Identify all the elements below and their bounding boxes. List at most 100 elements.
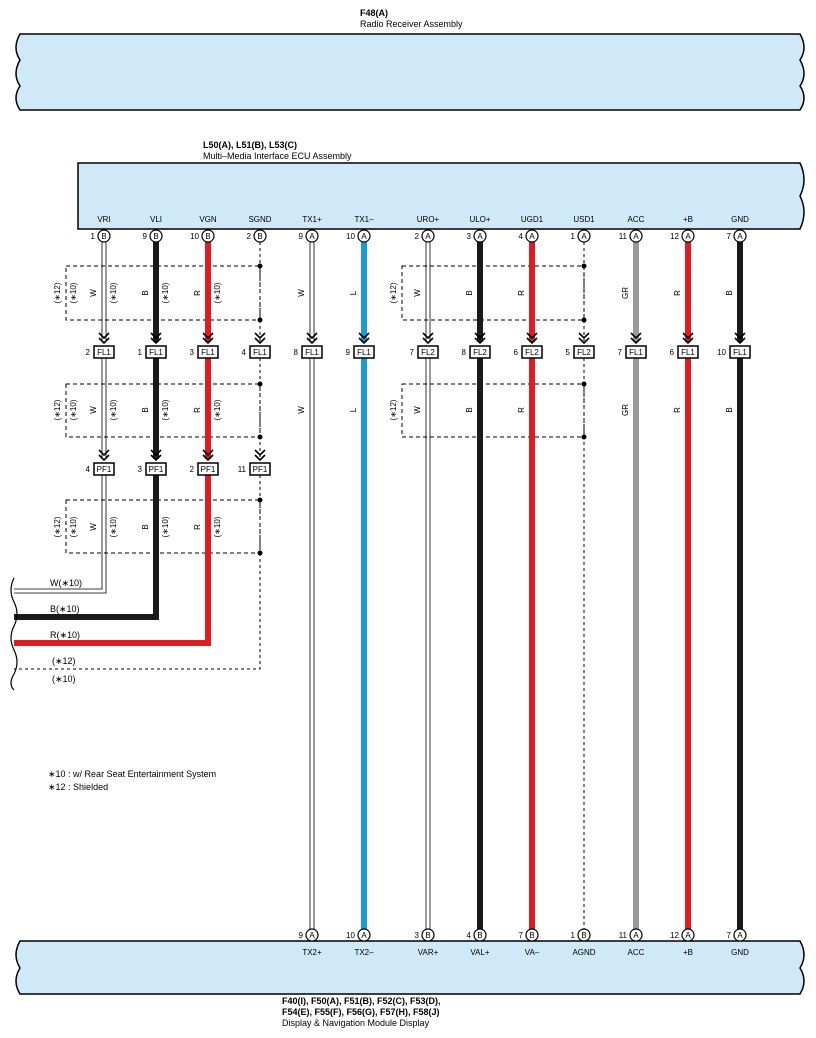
connector-chevron <box>358 332 370 340</box>
pf-connector <box>249 462 271 476</box>
shield-box-2 <box>65 383 261 438</box>
shield-marker-10: (∗10) <box>213 399 222 420</box>
footnote-rse: ∗10 : w/ Rear Seat Entertainment System <box>48 769 217 779</box>
connector-chevron <box>422 337 434 345</box>
top-pin-label: VGN <box>199 215 217 224</box>
bottom-pin-number: 10 <box>346 931 355 940</box>
left-end-w: W(∗10) <box>50 578 82 588</box>
fl-connector-label: FL2 <box>525 348 539 357</box>
bottom-pin-number: 7 <box>519 931 524 940</box>
wire-color-label: GR <box>621 287 630 299</box>
connector-chevron <box>474 337 486 345</box>
top-pin-letter: A <box>477 232 483 241</box>
fl-connector-label: FL1 <box>201 348 215 357</box>
pf-connector <box>93 462 115 476</box>
shield-marker-12: (∗12) <box>53 399 62 420</box>
wire-left-r <box>14 475 211 646</box>
bottom-pin-letter: B <box>425 931 430 940</box>
bottom-pin-label: AGND <box>572 948 595 957</box>
pf-connector <box>145 462 167 476</box>
bottom-pin <box>525 928 539 942</box>
display-panel <box>15 940 805 995</box>
connector-chevron <box>422 332 434 340</box>
wire-color-label: W <box>89 406 98 414</box>
top-pin-label: URO+ <box>417 215 440 224</box>
top-assembly-code: F48(A) <box>360 8 389 18</box>
connector-chevron <box>98 337 110 345</box>
wire-color-label: W <box>297 289 306 297</box>
connector-chevron <box>254 337 266 345</box>
bottom-pin-label: +B <box>683 948 693 957</box>
pf-connector-number: 2 <box>190 465 195 474</box>
connector-chevron <box>150 449 162 457</box>
shield-marker-10: (∗10) <box>213 282 222 303</box>
top-assembly-title: F48(A) Radio Receiver Assembly <box>360 8 463 30</box>
top-pin-number: 11 <box>619 232 628 241</box>
bottom-pin-letter: B <box>529 931 534 940</box>
fl-connector-label: FL1 <box>253 348 267 357</box>
top-pin <box>577 229 591 243</box>
pf-connector-label: PF1 <box>149 465 164 474</box>
connector-chevron <box>150 337 162 345</box>
connector-chevron <box>98 332 110 340</box>
fl-connector <box>197 345 219 359</box>
bottom-pin-letter: A <box>309 931 315 940</box>
fl-connector-label: FL1 <box>629 348 643 357</box>
top-pin-label: ULO+ <box>469 215 490 224</box>
shield-marker-10: (∗10) <box>109 282 118 303</box>
bottom-pin <box>733 928 747 942</box>
footnotes: ∗10 : w/ Rear Seat Entertainment System … <box>48 768 216 794</box>
fl-connector-number: 1 <box>138 348 143 357</box>
fl-connector-label: FL1 <box>357 348 371 357</box>
fl-connector-number: 8 <box>294 348 299 357</box>
top-pin-letter: A <box>685 232 691 241</box>
shield-box-4 <box>401 265 585 321</box>
wire-color-label: B <box>141 524 150 529</box>
top-pin-letter: A <box>529 232 535 241</box>
wire-color-label: L <box>349 290 358 295</box>
wire-color-label: R <box>673 290 682 296</box>
shield-marker-12: (∗12) <box>389 282 398 303</box>
top-pin-number: 10 <box>346 232 355 241</box>
left-end-12: (∗12) <box>52 656 76 666</box>
fl-connector <box>249 345 271 359</box>
bottom-pin-label: TX2+ <box>302 948 322 957</box>
top-pin-number: 4 <box>519 232 524 241</box>
bottom-pin <box>577 928 591 942</box>
connector-chevron <box>578 332 590 340</box>
fl-connector-number: 8 <box>462 348 467 357</box>
connector-chevron <box>202 337 214 345</box>
bottom-assembly-code-2: F54(E), F55(F), F56(G), F57(H), F58(J) <box>282 1007 440 1017</box>
top-pin-label: VRI <box>97 215 110 224</box>
shield-marker-10: (∗10) <box>161 516 170 537</box>
top-pin <box>97 229 111 243</box>
wire-left-shield <box>14 475 261 670</box>
top-pin <box>629 229 643 243</box>
connector-chevron <box>630 337 642 345</box>
bottom-pin-label: VAR+ <box>418 948 439 957</box>
fl-connector-label: FL1 <box>97 348 111 357</box>
break-line <box>10 577 18 691</box>
bottom-pin-letter: B <box>477 931 482 940</box>
fl-connector-label: FL1 <box>681 348 695 357</box>
fl-connector-label: FL2 <box>577 348 591 357</box>
wire-color-label: R <box>193 290 202 296</box>
top-pin-letter: B <box>153 232 158 241</box>
fl-connector-label: FL2 <box>473 348 487 357</box>
pf-connector-label: PF1 <box>97 465 112 474</box>
fl-connector <box>93 345 115 359</box>
bottom-pin-letter: A <box>685 931 691 940</box>
top-pin <box>149 229 163 243</box>
wire-color-label: W <box>297 406 306 414</box>
fl-connector-label: FL1 <box>733 348 747 357</box>
wire-color-label: R <box>517 290 526 296</box>
wire-color-label: GR <box>621 404 630 416</box>
top-pin-label: TX1+ <box>302 215 322 224</box>
shield-marker-10: (∗10) <box>161 282 170 303</box>
shield-marker-10: (∗10) <box>109 399 118 420</box>
wire-color-label: W <box>413 289 422 297</box>
fl-connector-number: 6 <box>514 348 519 357</box>
top-pin-number: 10 <box>190 232 199 241</box>
wires <box>10 242 743 929</box>
fl-connector <box>469 345 491 359</box>
